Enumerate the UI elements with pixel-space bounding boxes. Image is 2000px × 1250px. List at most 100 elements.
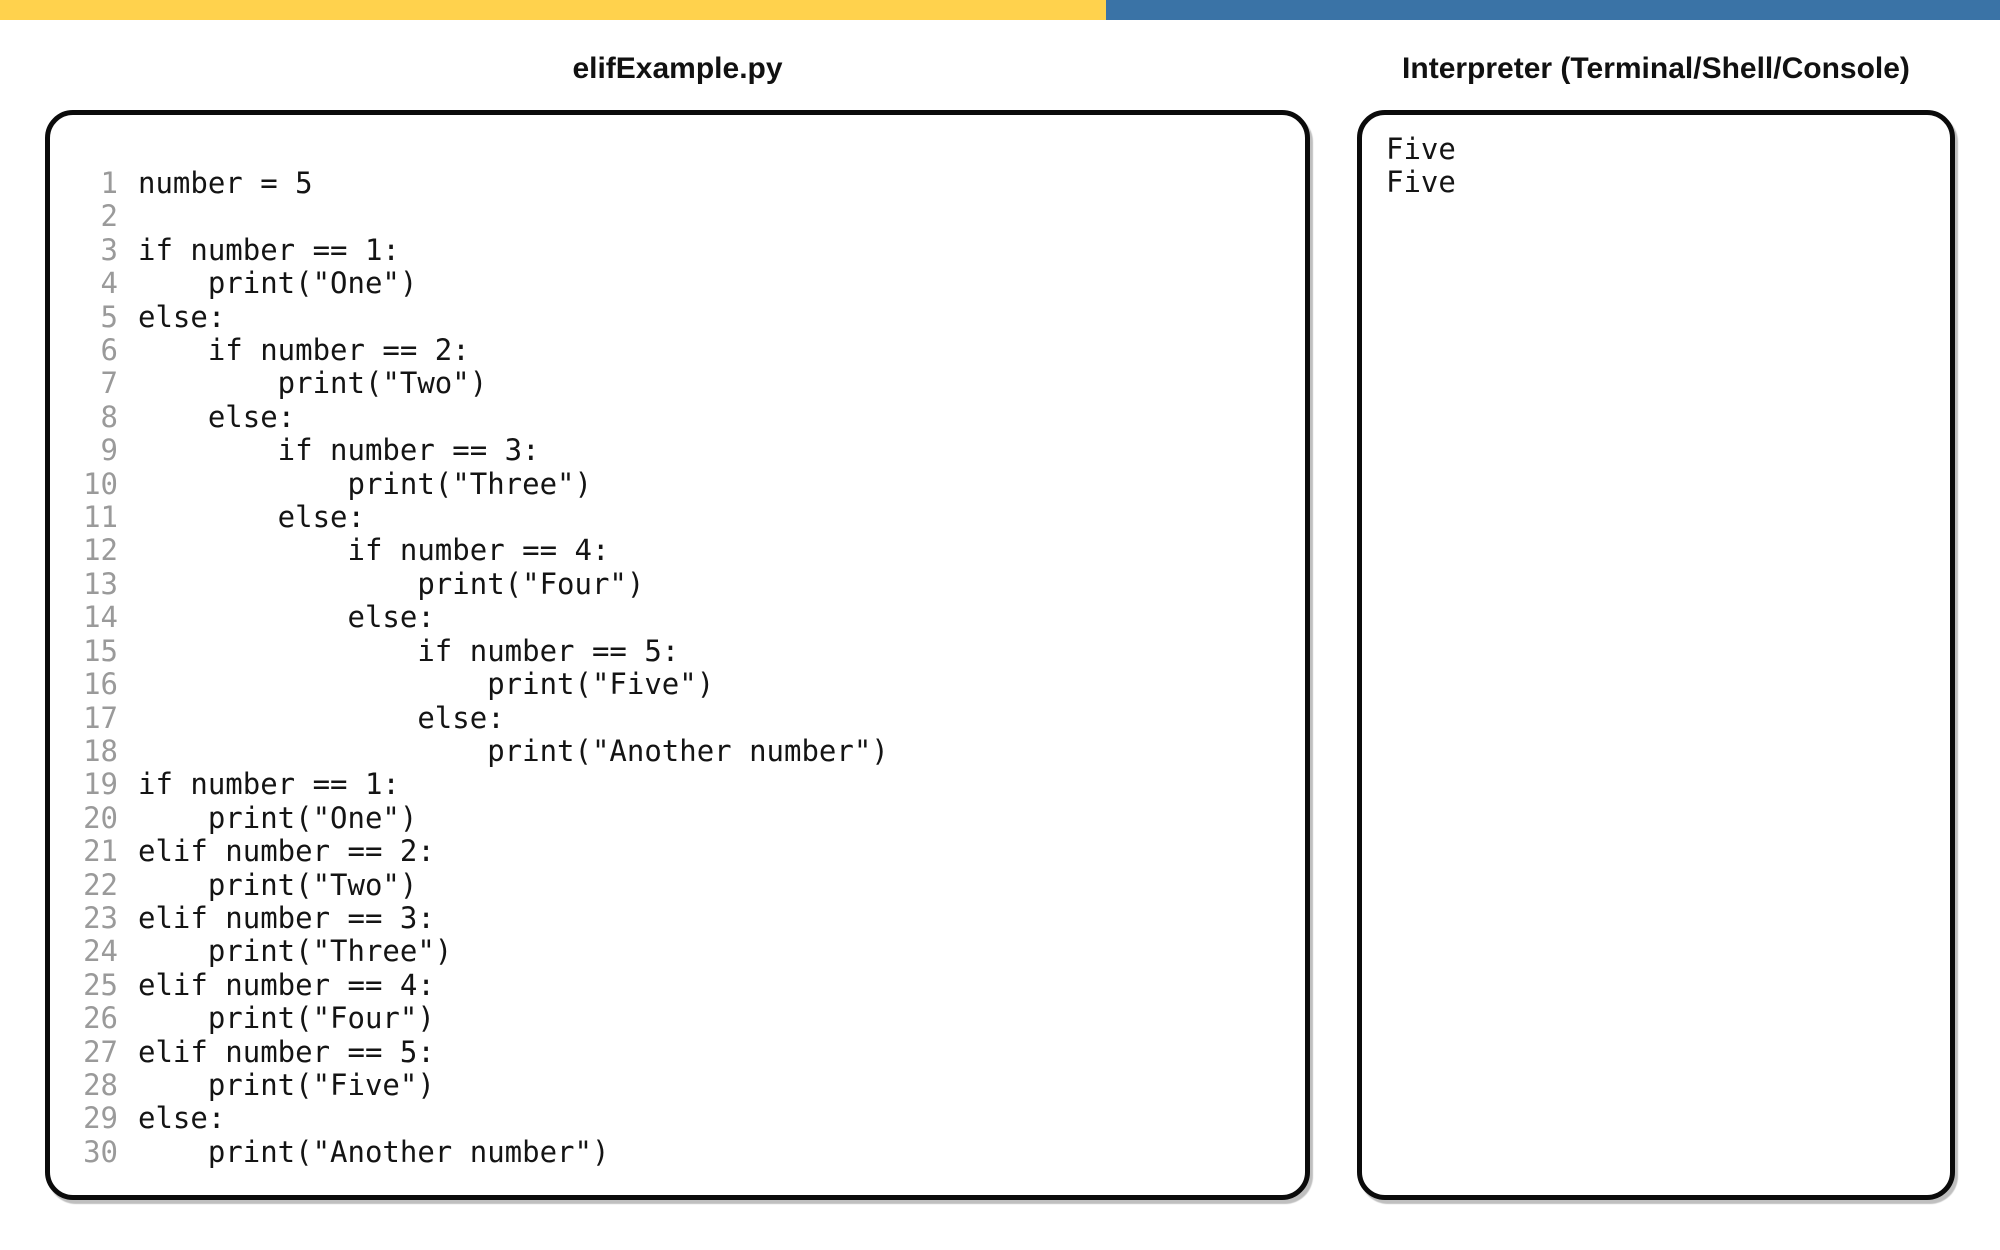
code-line[interactable]: 27 elif number == 5: [50, 1034, 1305, 1069]
code-text: number = 5 [138, 166, 313, 200]
interpreter-panel-title: Interpreter (Terminal/Shell/Console) [1402, 52, 1910, 85]
line-number: 1 [100, 166, 118, 200]
topbar-blue-segment [1106, 0, 2000, 20]
editor-panel-title: elifExample.py [572, 52, 783, 85]
code-line[interactable]: 26 print("Four") [50, 1001, 1305, 1036]
line-number: 2 [100, 199, 118, 234]
code-text: print("Five") [138, 1067, 435, 1102]
topbar-yellow-segment [0, 0, 1106, 20]
code-line[interactable]: 22 print("Two") [50, 867, 1305, 902]
code-line[interactable]: 18 print("Another number") [50, 733, 1305, 768]
code-text: print("Two") [138, 366, 488, 401]
code-text: else: [138, 299, 226, 334]
code-text: else: [138, 399, 296, 434]
code-line[interactable]: 6 if number == 2: [50, 333, 1305, 368]
code-text: else: [138, 1101, 226, 1136]
code-line[interactable]: 11 else: [50, 500, 1305, 535]
code-text: print("Three") [138, 934, 453, 969]
code-line[interactable]: 30 print("Another number") [50, 1134, 1305, 1169]
line-number: 3 [100, 232, 118, 267]
code-line[interactable]: 7 print("Two") [50, 366, 1305, 401]
code-line[interactable]: 5 else: [50, 299, 1305, 334]
code-line[interactable]: 10 print("Three") [50, 466, 1305, 501]
code-text: print("Another number") [138, 733, 889, 768]
line-number: 5 [100, 299, 118, 334]
code-line[interactable]: 28 print("Five") [50, 1067, 1305, 1102]
line-number: 25 [83, 967, 118, 1002]
code-line[interactable]: 20 print("One") [50, 800, 1305, 835]
line-number: 7 [100, 366, 118, 401]
line-number: 20 [83, 800, 118, 835]
console-line: Five [1386, 165, 1456, 200]
code-text: print("Five") [138, 667, 715, 702]
code-line[interactable]: 23 elif number == 3: [50, 900, 1305, 935]
code-line[interactable]: 12 if number == 4: [50, 533, 1305, 568]
code-text: if number == 5: [138, 633, 680, 668]
line-number: 8 [100, 399, 118, 434]
line-number: 11 [83, 500, 118, 535]
code-text: if number == 2: [138, 333, 470, 368]
code-line[interactable]: 9 if number == 3: [50, 433, 1305, 468]
line-number: 16 [83, 667, 118, 702]
code-line[interactable]: 4 print("One") [50, 266, 1305, 301]
code-line[interactable]: 29 else: [50, 1101, 1305, 1136]
line-number: 13 [83, 566, 118, 601]
code-text: if number == 4: [138, 533, 610, 568]
console-line: Five [1386, 132, 1456, 166]
code-text: elif number == 4: [138, 967, 435, 1002]
line-number: 6 [100, 333, 118, 368]
code-line[interactable]: 15 if number == 5: [50, 633, 1305, 668]
code-text: else: [138, 500, 365, 535]
line-number: 21 [83, 834, 118, 869]
code-line[interactable]: 8 else: [50, 399, 1305, 434]
code-line[interactable]: 17 else: [50, 700, 1305, 735]
code-text: elif number == 5: [138, 1034, 435, 1069]
code-text: print("Four") [138, 1001, 435, 1036]
code-line[interactable]: 16 print("Five") [50, 667, 1305, 702]
code-text: print("Three") [138, 466, 592, 501]
code-line[interactable]: 14 else: [50, 600, 1305, 635]
line-number: 17 [83, 700, 118, 735]
code-text: print("Another number") [138, 1134, 610, 1169]
code-text: elif number == 2: [138, 834, 435, 869]
line-number: 14 [83, 600, 118, 635]
code-line[interactable]: 24 print("Three") [50, 934, 1305, 969]
code-text: elif number == 3: [138, 900, 435, 935]
code-text: print("Four") [138, 566, 645, 601]
code-line[interactable]: 25 elif number == 4: [50, 967, 1305, 1002]
code-text: if number == 3: [138, 433, 540, 468]
line-number: 30 [83, 1134, 118, 1169]
code-text: else: [138, 600, 435, 635]
code-text [138, 200, 155, 233]
line-number: 23 [83, 900, 118, 935]
line-number: 28 [83, 1067, 118, 1102]
line-number: 4 [100, 266, 118, 301]
code-text: if number == 1: [138, 232, 400, 267]
code-line[interactable]: 1 number = 5 [50, 166, 1305, 200]
code-line[interactable]: 21 elif number == 2: [50, 834, 1305, 869]
code-text: print("One") [138, 266, 418, 301]
line-number: 15 [83, 633, 118, 668]
code-text: print("One") [138, 800, 418, 835]
line-number: 12 [83, 533, 118, 568]
line-number: 26 [83, 1001, 118, 1036]
code-text: print("Two") [138, 867, 418, 902]
line-number: 27 [83, 1034, 118, 1069]
line-number: 29 [83, 1101, 118, 1136]
code-text: if number == 1: [138, 767, 400, 802]
top-accent-bar [0, 0, 2000, 20]
line-number: 19 [83, 767, 118, 802]
code-line[interactable]: 3 if number == 1: [50, 232, 1305, 267]
code-text: else: [138, 700, 505, 735]
line-number: 24 [83, 934, 118, 969]
code-line[interactable]: 2 [50, 199, 1305, 234]
line-number: 22 [83, 867, 118, 902]
line-number: 10 [83, 466, 118, 501]
line-number: 18 [83, 733, 118, 768]
code-line[interactable]: 19 if number == 1: [50, 767, 1305, 802]
code-line[interactable]: 13 print("Four") [50, 566, 1305, 601]
